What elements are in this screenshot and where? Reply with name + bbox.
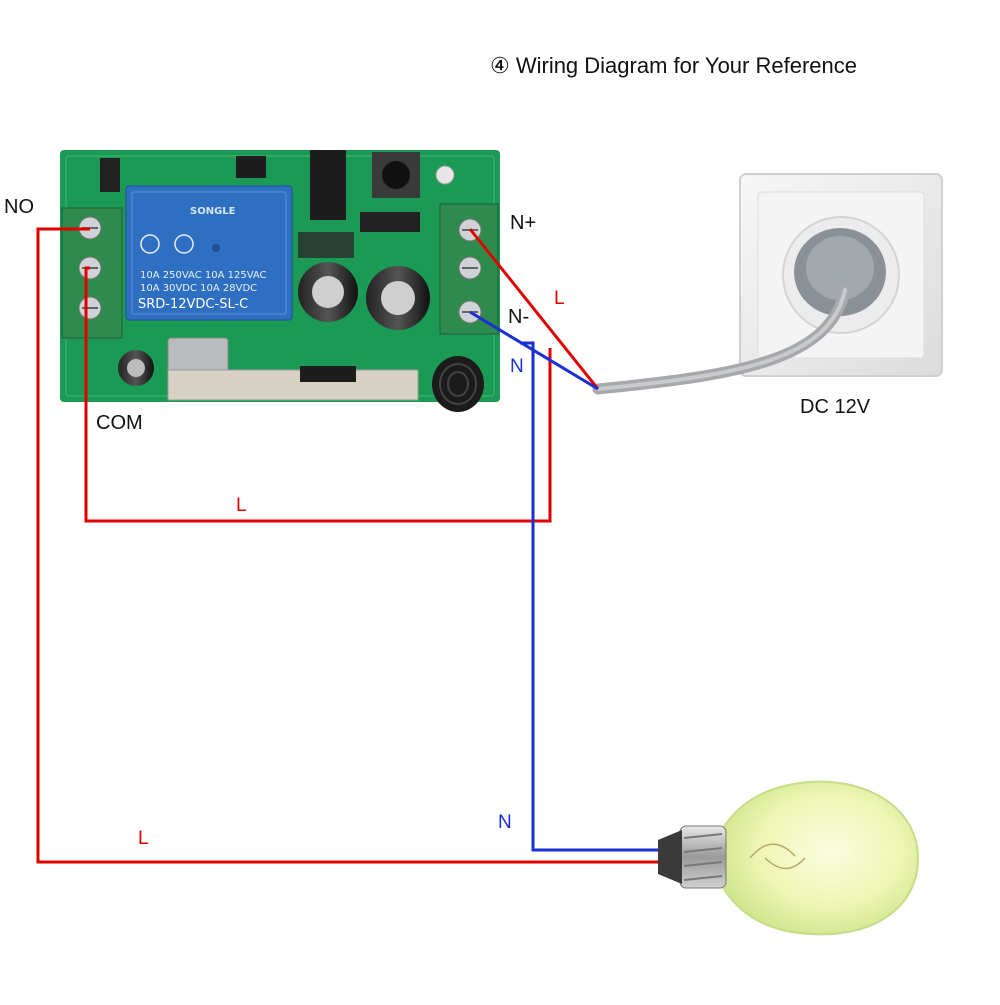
light-bulb-icon [658, 780, 920, 936]
terminal-label-n-plus: N+ [510, 212, 537, 234]
power-source-label: DC 12V [800, 396, 871, 418]
rf-receiver-board [167, 369, 419, 401]
antenna-coil-icon [432, 356, 484, 412]
wire-com-loop [84, 266, 552, 523]
relay-module: SONGLE 10A 250VAC 10A 125VAC 10A 30VDC 1… [60, 150, 500, 412]
cert-logo-icon [174, 234, 194, 254]
terminal-label-n-minus: N- [508, 306, 530, 328]
chip-2 [310, 150, 346, 220]
relay-rating-2: 10A 30VDC 10A 28VDC [140, 283, 257, 294]
relay-rating-1: 10A 250VAC 10A 125VAC [140, 270, 267, 281]
diode-icon [100, 158, 120, 192]
terminal-label-com: COM [96, 412, 143, 434]
relay-component: SONGLE 10A 250VAC 10A 125VAC 10A 30VDC 1… [125, 185, 293, 321]
wire-n-plus-to-power [468, 228, 600, 390]
jumper-icon [360, 212, 420, 232]
terminal-label-no: NO [4, 196, 34, 218]
led-icon [435, 165, 455, 185]
wire-label-n-top: N [510, 356, 524, 377]
wire-no-to-bulb [36, 227, 658, 864]
page-title: ④ Wiring Diagram for Your Reference [490, 53, 857, 78]
bulb-contact [658, 830, 682, 884]
wire-label-l-bottom: L [138, 828, 149, 849]
dc-power-socket [739, 173, 943, 377]
relay-model: SRD-12VDC-SL-C [138, 297, 248, 312]
wires [36, 227, 658, 864]
relay-brand: SONGLE [190, 206, 236, 217]
wire-label-l-middle: L [236, 495, 247, 516]
wire-neutral-to-bulb [520, 341, 658, 852]
wire-label-l-top: L [554, 288, 565, 309]
wire-label-n-bottom: N [498, 812, 512, 833]
chip-1 [236, 156, 266, 178]
right-terminal-block [439, 203, 499, 335]
cqc-logo-icon [140, 234, 160, 254]
resistor-bank [298, 232, 354, 258]
